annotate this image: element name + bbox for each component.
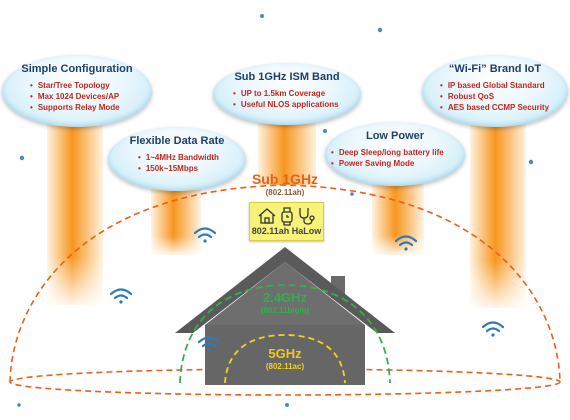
band-5ghz-standard: (802.11ac)	[265, 362, 305, 371]
bubble-title: Sub 1GHz ISM Band	[234, 71, 340, 83]
sub1ghz-label: Sub 1GHz (802.11ah)	[245, 171, 325, 198]
bubble-item: Power Saving Mode	[331, 158, 465, 169]
wifi-icon	[481, 321, 505, 337]
bubble-item: Supports Relay Mode	[30, 102, 152, 113]
wifi-icon	[197, 336, 221, 352]
band-2-4ghz-name: 2.4GHz	[262, 290, 308, 305]
halow-icons	[258, 207, 315, 226]
sub1ghz-name: Sub 1GHz	[251, 171, 319, 187]
bubble-wifi-brand-iot: “Wi-Fi” Brand IoT IP based Global Standa…	[422, 55, 568, 127]
halow-label: 802.11ah HaLow	[251, 226, 322, 236]
bubble-title: Flexible Data Rate	[129, 135, 225, 147]
bubble-item: Useful NLOS applications	[233, 99, 361, 110]
band-5ghz-label: 5GHz (802.11ac)	[250, 346, 320, 372]
band-2-4ghz-standard: (802.11b/g/n)	[260, 306, 310, 315]
home-icon	[258, 208, 276, 224]
wifi-icon	[193, 227, 217, 243]
smartwatch-icon	[281, 207, 293, 226]
bubble-title: Simple Configuration	[21, 63, 133, 75]
bubble-item: Star/Tree Topology	[30, 80, 152, 91]
stethoscope-icon	[299, 208, 315, 225]
bubble-item: Robust QoS	[440, 91, 568, 102]
bubble-flexible-data-rate: Flexible Data Rate 1~4MHz Bandwidth 150k…	[108, 127, 246, 191]
bubble-item: 1~4MHz Bandwidth	[138, 152, 246, 163]
pillars	[47, 110, 526, 308]
bubble-simple-configuration: Simple Configuration Star/Tree Topology …	[2, 55, 152, 127]
halow-badge: 802.11ah HaLow	[249, 202, 324, 241]
bubble-low-power: Low Power Deep Sleep/long battery life P…	[325, 122, 465, 186]
sub1ghz-coverage-arc	[9, 184, 561, 383]
arc-2-4ghz	[179, 284, 391, 384]
bubble-item: 150k~15Mbps	[138, 163, 246, 174]
bubble-item: Deep Sleep/long battery life	[331, 147, 465, 158]
wifi-icon	[394, 235, 418, 251]
wifi-icon	[109, 288, 133, 304]
pillar-sub1ghz-band	[258, 115, 316, 185]
bubble-title: “Wi-Fi” Brand IoT	[448, 63, 542, 75]
bubble-item: Max 1024 Devices/AP	[30, 91, 152, 102]
bubble-sub1ghz-ism-band: Sub 1GHz ISM Band UP to 1.5km Coverage U…	[213, 63, 361, 125]
band-2-4ghz-label: 2.4GHz (802.11b/g/n)	[245, 290, 325, 316]
sub1ghz-standard: (802.11ah)	[265, 188, 305, 197]
coverage-ground-ellipse	[9, 368, 561, 396]
bubble-item: UP to 1.5km Coverage	[233, 88, 361, 99]
bubble-title: Low Power	[365, 130, 425, 142]
bubble-item: IP based Global Standard	[440, 80, 568, 91]
band-5ghz-name: 5GHz	[268, 346, 302, 361]
bubble-item: AES based CCMP Security	[440, 102, 568, 113]
house-graphic	[175, 247, 395, 385]
